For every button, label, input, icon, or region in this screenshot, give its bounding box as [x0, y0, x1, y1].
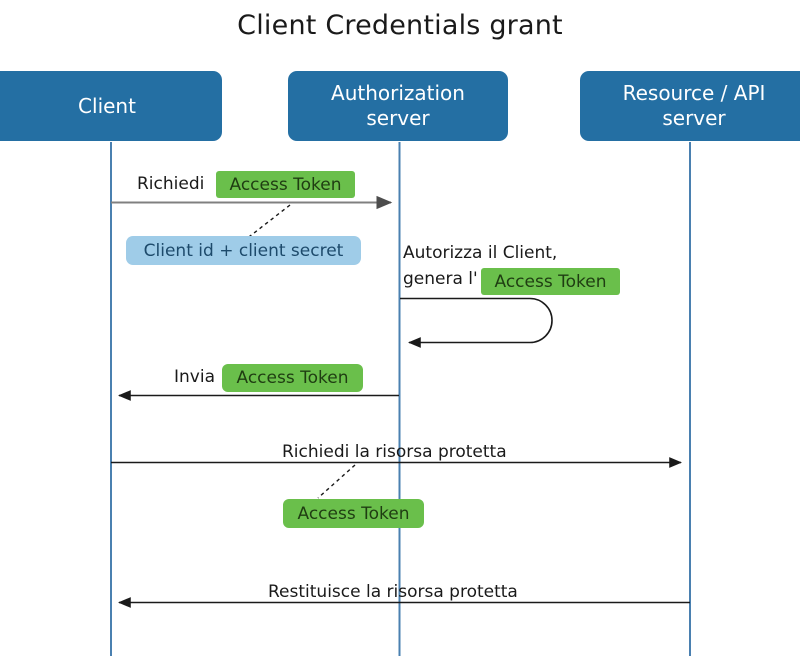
message-label-send-access-token: Invia [174, 367, 215, 387]
participant-client[interactable]: Client [0, 71, 222, 141]
participant-resource-api-server-label-line2: server [662, 106, 726, 130]
message-label-request-access-token: Richiedi [137, 174, 205, 194]
participant-authorization-server-label-line2: server [366, 106, 430, 130]
participant-authorization-server[interactable]: Authorization server [288, 71, 508, 141]
lifelines [110, 142, 691, 656]
connector-access-token-note [317, 464, 356, 499]
connector-client-credentials-note [244, 204, 291, 241]
message-label-request-protected-resource: Richiedi la risorsa protetta [282, 442, 507, 462]
token-badge-authorize-and-generate: Access Token [481, 268, 620, 295]
message-label-return-protected-resource: Restituisce la risorsa protetta [268, 582, 518, 602]
message-label-authorize-and-generate-line1: Autorizza il Client, [403, 243, 558, 263]
participant-client-label: Client [78, 93, 136, 118]
participant-resource-api-server[interactable]: Resource / API server [580, 71, 800, 141]
page-title: Client Credentials grant [237, 10, 563, 41]
participant-resource-api-server-label-line1: Resource / API [622, 81, 766, 105]
message-label-authorize-and-generate-line2: genera l' [403, 269, 478, 289]
token-badge-request-access-token: Access Token [216, 171, 355, 198]
arrow-authorize-and-generate [400, 297, 553, 348]
token-badge-send-access-token: Access Token [222, 364, 363, 392]
token-badge-request-protected-resource: Access Token [283, 499, 424, 528]
participant-authorization-server-label-line1: Authorization [331, 81, 465, 105]
note-client-credentials: Client id + client secret [126, 236, 361, 265]
